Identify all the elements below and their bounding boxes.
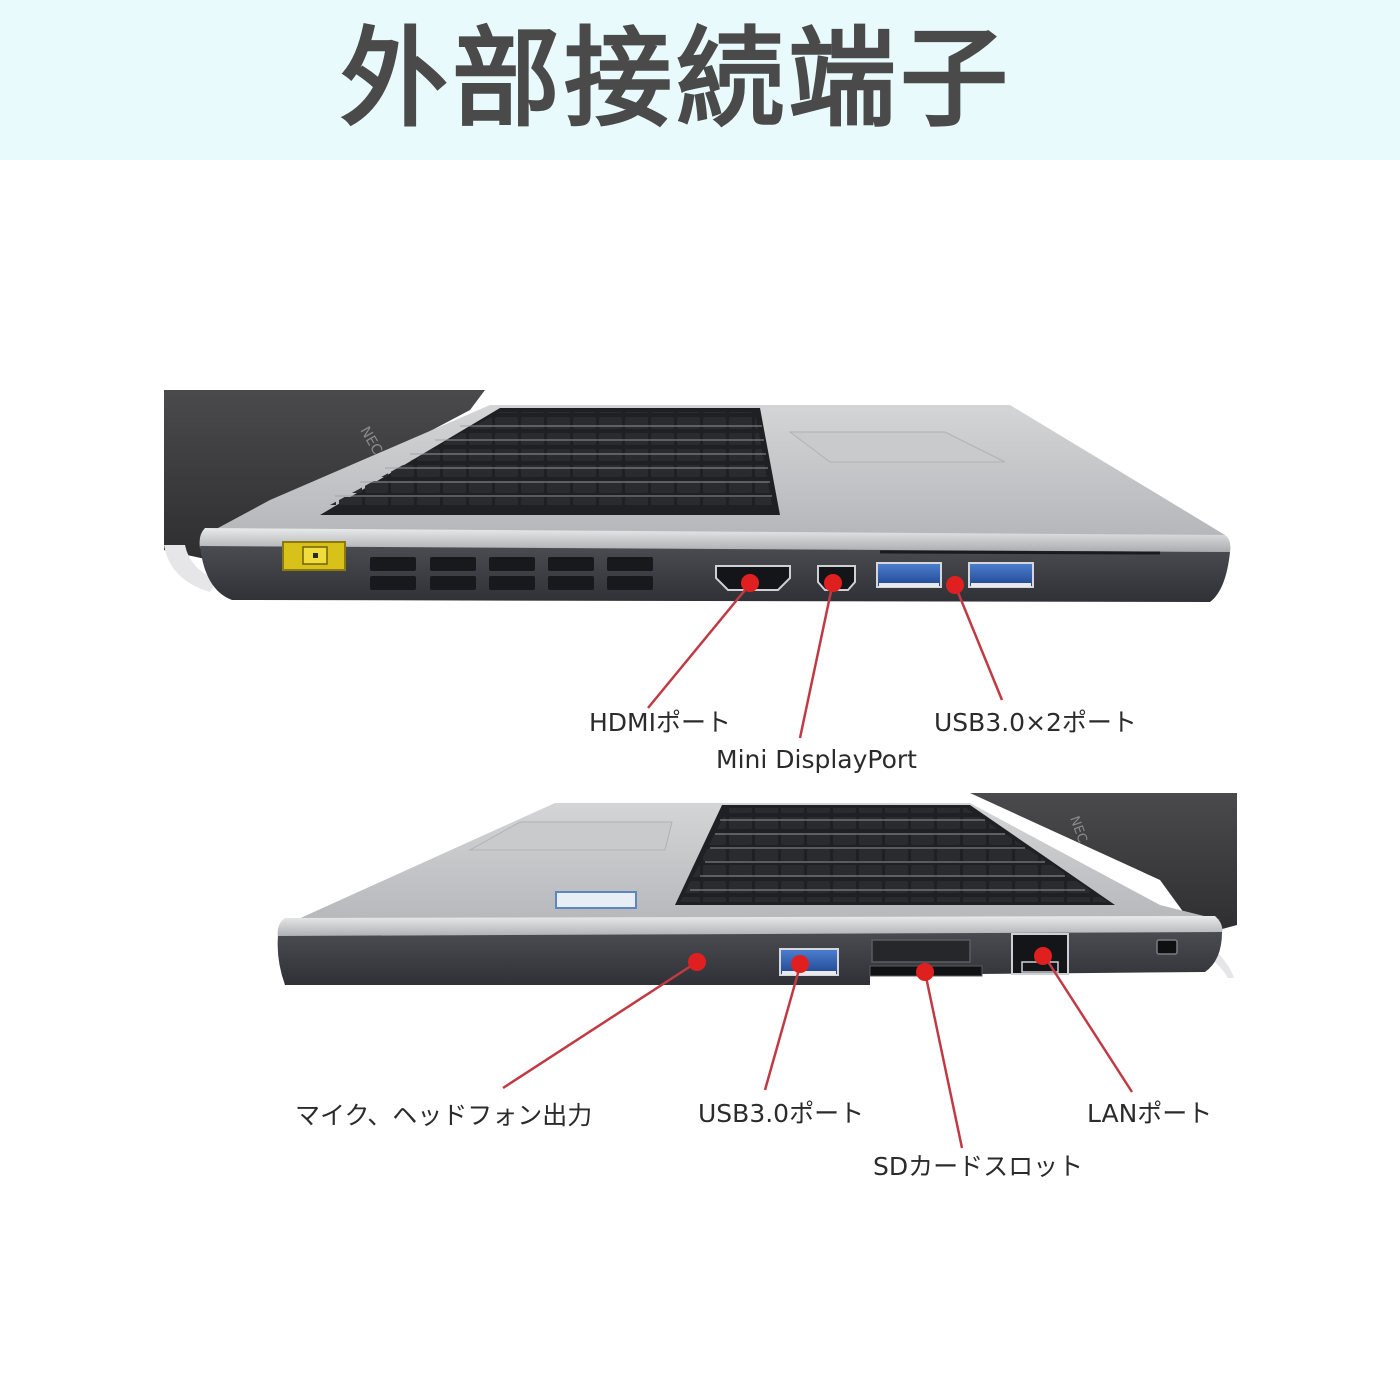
- label-lan-port: LANポート: [1087, 1099, 1213, 1128]
- usb3-x2-callout-dot: [946, 576, 964, 594]
- usb3-port: [779, 948, 839, 976]
- mini-displayport-callout-dot: [824, 574, 842, 592]
- sticker: [555, 891, 637, 909]
- usb3-callout-dot: [791, 955, 809, 973]
- left-side-view: NEC: [164, 390, 1231, 739]
- security-lock-slot: [1156, 939, 1178, 955]
- hdmi-callout-dot: [741, 574, 759, 592]
- usb3-port-1: [876, 562, 942, 588]
- touchpad: [788, 431, 1006, 463]
- chassis-edge: [199, 528, 1231, 552]
- vent-grille: [370, 557, 653, 590]
- header-band: 外部接続端子: [0, 0, 1400, 160]
- touchpad: [468, 821, 673, 851]
- callout-lines-top: [647, 581, 1004, 739]
- label-usb3-x2-port: USB3.0×2ポート: [934, 708, 1137, 737]
- usb3-port-2: [968, 562, 1034, 588]
- label-mini-displayport: Mini DisplayPort: [716, 745, 917, 774]
- callout-dots-top: [741, 574, 964, 594]
- sd-card-cover: [871, 939, 971, 963]
- sd-card-callout-dot: [916, 963, 934, 981]
- callout-dots-bottom: [688, 947, 1052, 981]
- label-sd-card-slot: SDカードスロット: [873, 1152, 1084, 1181]
- audio-jack-callout-dot: [688, 953, 706, 971]
- laptop-lid: [970, 793, 1237, 935]
- callout-lines-bottom: [502, 956, 1134, 1149]
- lan-callout-dot: [1034, 947, 1052, 965]
- label-usb3-port: USB3.0ポート: [698, 1099, 865, 1128]
- chassis-edge: [277, 916, 1223, 938]
- page-title: 外部接続端子: [340, 17, 1013, 142]
- right-side-view: NEC: [277, 793, 1237, 1149]
- label-audio-jack: マイク、ヘッドフォン出力: [295, 1101, 593, 1130]
- side-panel: [277, 932, 1222, 985]
- label-hdmi-port: HDMIポート: [589, 708, 731, 737]
